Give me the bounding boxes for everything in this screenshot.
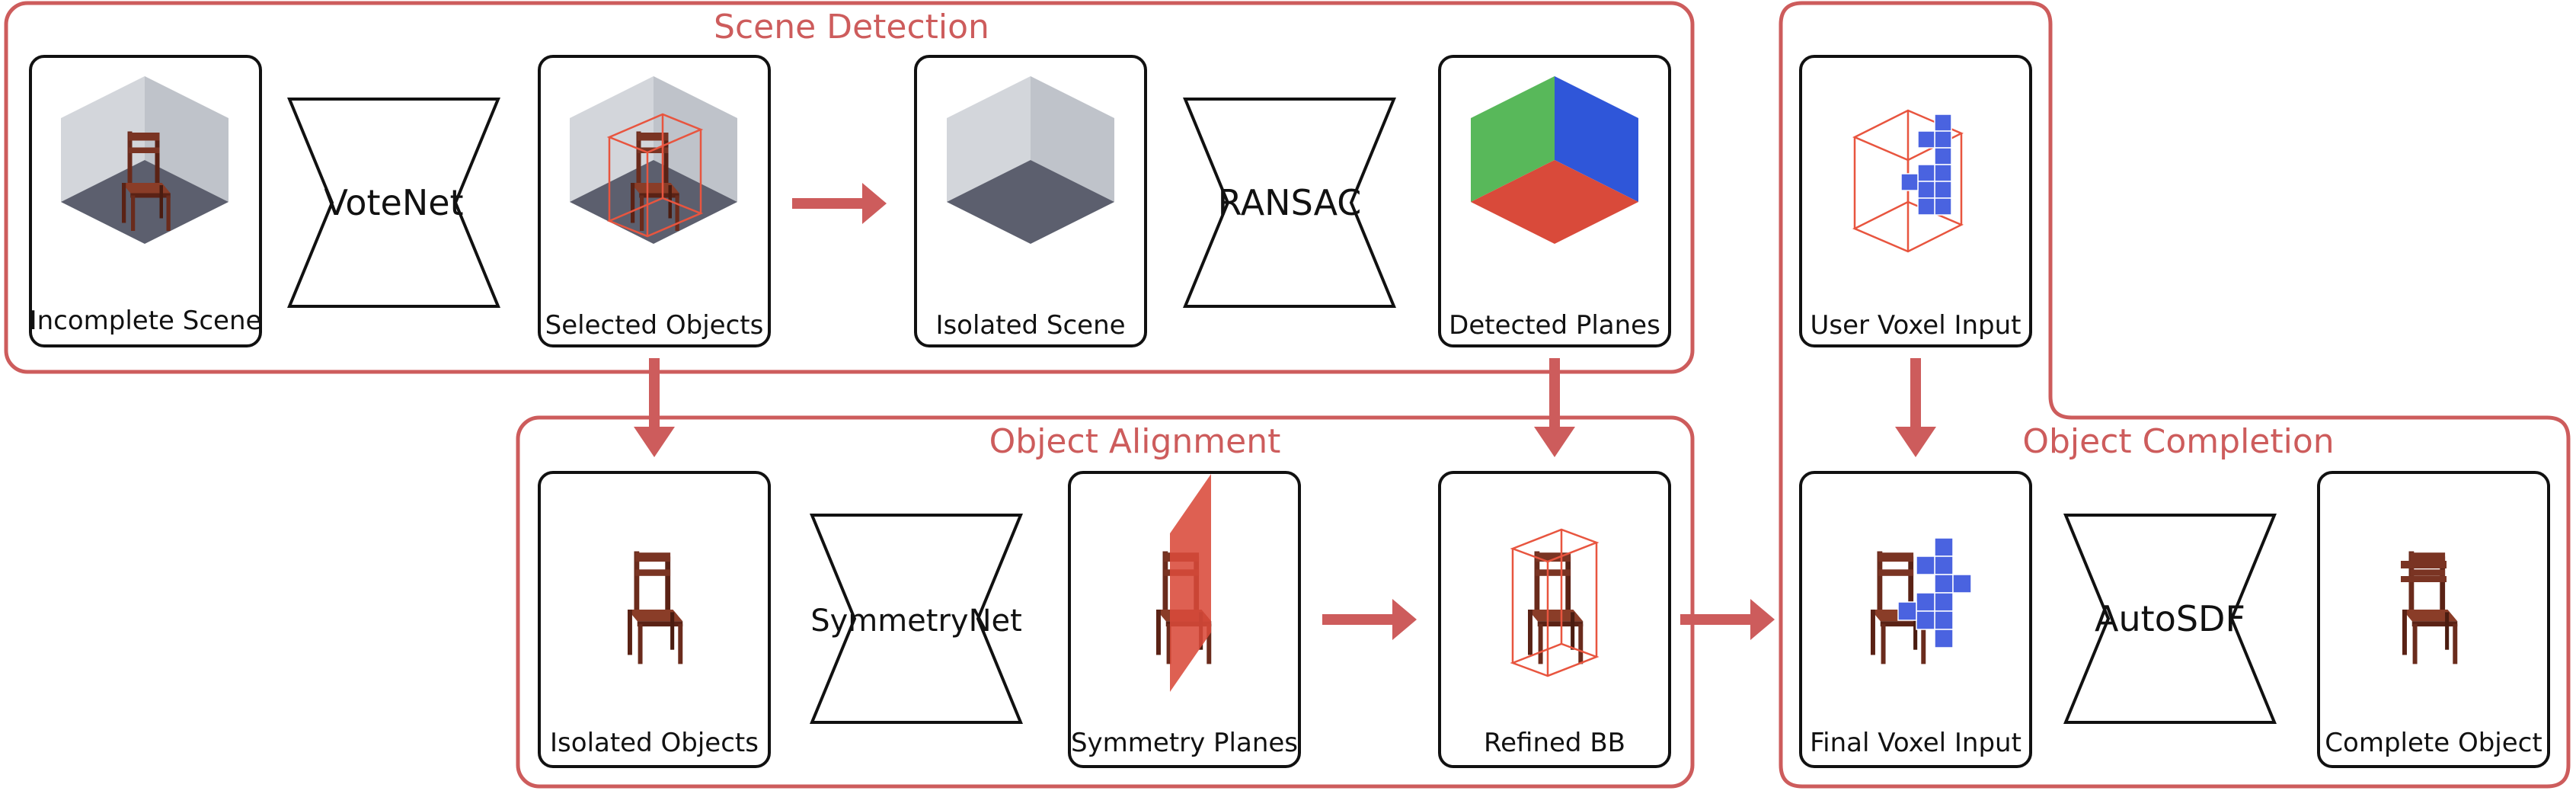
card-label: Selected Objects	[545, 310, 764, 341]
card-label: Detected Planes	[1449, 310, 1660, 341]
card-isolated-scene: Isolated Scene	[914, 55, 1147, 347]
symmetry-planes-image	[1156, 474, 1212, 692]
arrow-right	[792, 183, 887, 224]
arrow-down	[1534, 358, 1575, 457]
complete-object-image	[2401, 551, 2458, 664]
votenet-block: VoteNet	[287, 98, 500, 308]
card-label: Isolated Objects	[550, 728, 759, 758]
card-final-voxel-input: Final Voxel Input	[1799, 471, 2032, 768]
group-object-alignment: Object Alignment	[516, 415, 1695, 789]
autosdf-block: AutoSDF	[2063, 514, 2277, 724]
arrow-down	[1895, 358, 1936, 457]
card-label: Incomplete Scene	[30, 306, 262, 336]
card-refined-bb: Refined BB	[1438, 471, 1671, 768]
card-isolated-objects: Isolated Objects	[538, 471, 771, 768]
symmetrynet-block: SymmetryNet	[810, 514, 1023, 724]
detected-planes-image	[1471, 76, 1638, 244]
group-scene-detection: Scene Detection	[4, 1, 1695, 374]
refined-bb-image	[1510, 528, 1600, 677]
card-incomplete-scene: Incomplete Scene	[29, 55, 262, 347]
arrow-right	[1680, 599, 1775, 640]
network-label: VoteNet	[324, 182, 463, 223]
ransac-block: RANSAC	[1183, 98, 1396, 308]
network-label: AutoSDF	[2095, 598, 2245, 639]
arrow-right	[1322, 599, 1417, 640]
network-label: RANSAC	[1218, 182, 1362, 223]
network-label: SymmetryNet	[810, 604, 1022, 639]
card-label: Isolated Scene	[935, 310, 1125, 341]
group-object-completion: Object Completion	[1779, 1, 2571, 789]
card-detected-planes: Detected Planes	[1438, 55, 1671, 347]
selected-objects-image	[570, 76, 737, 244]
final-voxel-image	[1871, 537, 1972, 664]
card-selected-objects: Selected Objects	[538, 55, 771, 347]
group-title-object-completion: Object Completion	[2022, 422, 2334, 461]
card-label: Symmetry Planes	[1071, 728, 1298, 758]
group-title-object-alignment: Object Alignment	[989, 422, 1281, 461]
group-title-scene-detection: Scene Detection	[714, 8, 989, 46]
user-voxel-image	[1852, 109, 1964, 253]
card-label: User Voxel Input	[1811, 310, 2021, 341]
card-label: Final Voxel Input	[1810, 728, 2021, 758]
arrow-down	[634, 358, 675, 457]
card-symmetry-planes: Symmetry Planes	[1068, 471, 1301, 768]
card-label: Refined BB	[1484, 728, 1625, 758]
card-complete-object: Complete Object	[2317, 471, 2550, 768]
card-label: Complete Object	[2325, 728, 2542, 758]
card-user-voxel-input: User Voxel Input	[1799, 55, 2032, 347]
